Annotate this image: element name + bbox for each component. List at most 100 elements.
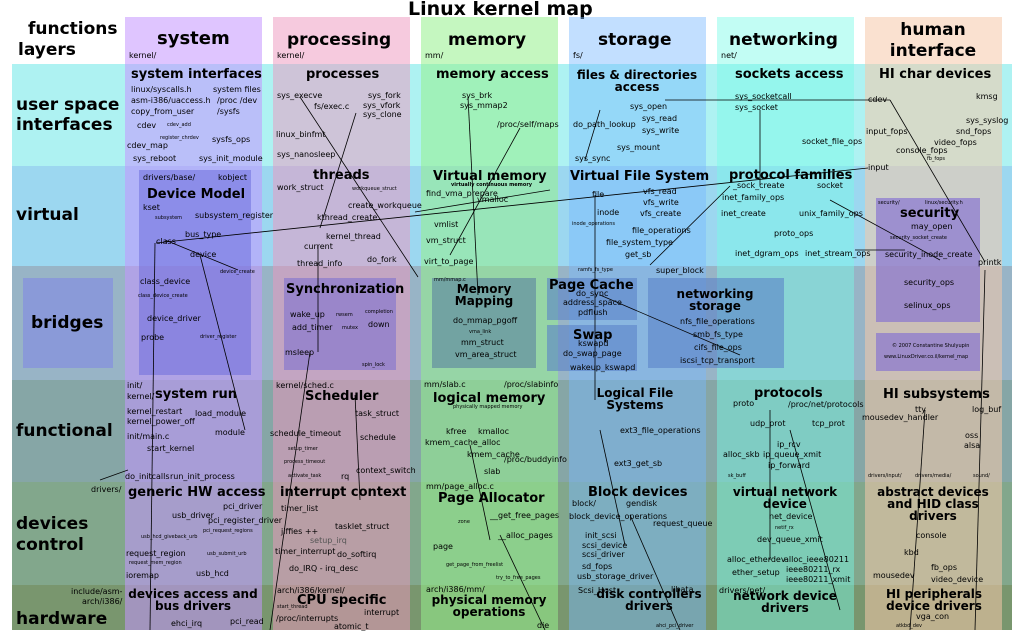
label-schedule: schedule (360, 433, 396, 442)
label-fs-exec: fs/exec.c (314, 102, 350, 111)
label-virtually-continuous: virtually continuous memory (451, 182, 533, 188)
label-pci-register-driver: pci_register_driver (208, 516, 283, 525)
label-vmalloc: vmalloc (477, 195, 509, 204)
label-security-inode-create: security_inode_create (885, 250, 973, 259)
block-memory-access: memory access (436, 67, 549, 82)
label-proto: proto (733, 399, 755, 408)
label-setup-timer: setup_timer (288, 446, 318, 452)
label-drivers-dir: drivers/ (91, 485, 122, 494)
label-vma-link: vma_link (469, 329, 492, 335)
label-kmalloc: kmalloc (478, 427, 510, 436)
label-ether-setup: ether_setup (732, 568, 780, 577)
label-inode: inode (597, 208, 620, 217)
layer-devices-control: devices control (16, 514, 89, 555)
label-virt-to-page: virt_to_page (424, 257, 474, 266)
label-schedule-timeout: schedule_timeout (270, 429, 342, 438)
label-ieee80211-xmit: ieee80211_xmit (786, 575, 851, 584)
label-file-system-type: file_system_type (606, 238, 673, 247)
label-do-mmap-pgoff: do_mmap_pgoff (453, 316, 518, 325)
block-memory-mapping: Memory Mapping (454, 282, 514, 308)
label-video-fops: video_fops (934, 138, 977, 147)
label-work-struct: work_struct (277, 183, 324, 192)
label-kfree: kfree (446, 427, 467, 436)
label-ip-queue-xmit: ip_queue_xmit (763, 450, 822, 459)
block-sockets-access: sockets access (735, 67, 844, 82)
label-sock-create: _sock_create (733, 181, 785, 190)
label-mutex: mutex (342, 325, 358, 331)
label-run-init-process: run_init_process (170, 472, 235, 481)
label-cdev: cdev (137, 121, 157, 130)
label-die: die (537, 621, 550, 630)
label-tcp-prot: tcp_prot (812, 419, 845, 428)
label-zone: zone (458, 519, 470, 525)
block-page-cache: Page Cache (549, 278, 634, 293)
label-timer-interrupt: timer_interrupt (275, 547, 336, 556)
label-inet-dgram-ops: inet_dgram_ops (735, 249, 799, 258)
label-proc-self-maps: /proc/self/maps (497, 120, 559, 129)
label-fb-ops: fb_ops (931, 563, 958, 572)
label-security-dir: security/ (878, 200, 900, 206)
column-dir-system: kernel/ (129, 51, 157, 60)
label-sys-brk: sys_brk (462, 91, 493, 100)
label-oss: oss (965, 431, 979, 440)
label-spin-lock: spin_lock (362, 362, 385, 368)
label-driver-register: driver_register (200, 334, 237, 340)
block-vfs: Virtual File System (570, 169, 710, 184)
label-kernel-power-off: kernel_power_off (127, 417, 195, 426)
block-generic-hw-access: generic HW access (128, 485, 266, 500)
label-socket-file-ops: socket_file_ops (802, 137, 863, 146)
label-kmsg: kmsg (976, 92, 998, 101)
label-ext3-file-operations: ext3_file_operations (620, 426, 701, 435)
label-drivers-net: drivers/net/ (719, 586, 766, 595)
label-dev-queue-xmit: dev_queue_xmit (757, 535, 823, 544)
label-proc-net-protocols: /proc/net/protocols (788, 400, 864, 409)
label-sys-syslog: sys_syslog (966, 116, 1009, 125)
label-request-region: request_region (126, 549, 186, 558)
label-kernel-dir: kernel/ (127, 392, 155, 401)
label-mm-slab: mm/slab.c (424, 380, 466, 389)
memory-mapping-box (432, 278, 536, 368)
block-processes: processes (306, 67, 380, 82)
label-ehci-irq: ehci_irq (171, 619, 203, 628)
block-virtual-memory: Virtual memory (433, 169, 547, 184)
label-mousedev: mousedev (873, 571, 915, 580)
label-ip-forward: ip_forward (768, 461, 810, 470)
label-msleep: msleep (285, 348, 315, 357)
label-sd-fops: sd_fops (582, 562, 613, 571)
label-may-open: may_open (911, 222, 953, 231)
label-module: module (215, 428, 245, 437)
label-kmem-cache: kmem_cache (467, 450, 520, 459)
layer-functional: functional (16, 421, 113, 441)
label-get-free-pages: __get_free_pages (490, 511, 560, 520)
label-mm-struct: mm_struct (461, 338, 504, 347)
label-pci-request-regions: pci_request_regions (203, 528, 253, 534)
block-system-run: system run (155, 387, 237, 402)
block-logical-memory: logical memory (433, 391, 546, 406)
label-vm-struct: vm_struct (426, 236, 466, 245)
label-do-initcalls: do_initcalls (125, 472, 170, 481)
label-udp-prot: udp_prot (750, 419, 786, 428)
label-input-fops: input_fops (866, 127, 908, 136)
label-inet-create: inet_create (721, 209, 766, 218)
label-console: console (916, 531, 947, 540)
copyright-box (876, 333, 980, 371)
label-sys-execve: sys_execve (277, 91, 323, 100)
label-cdev-add: cdev_add (167, 122, 191, 128)
label-usb-hcd: usb_hcd (196, 569, 229, 578)
label-usb-driver: usb_driver (172, 511, 214, 520)
column-header-human-interface: human interface (889, 20, 977, 61)
label-linux-binfmt: linux_binfmt (276, 130, 326, 139)
label-console-fops: console_fops (896, 146, 948, 155)
label-sys-socket: sys_socket (735, 103, 778, 112)
networking-storage-box (648, 278, 784, 368)
label-scsi-device: scsi_device (582, 541, 628, 550)
label-sys-clone: sys_clone (363, 110, 402, 119)
block-devices-access: devices access and bus drivers (128, 587, 258, 613)
label-sys-mmap2: sys_mmap2 (460, 101, 508, 110)
label-sys-read: sys_read (642, 114, 678, 123)
column-human-interface (865, 17, 1002, 630)
label-start-thread: start_thread (277, 604, 308, 610)
label-do-fork: do_fork (367, 255, 397, 264)
label-iscsi-tcp-transport: iscsi_tcp_transport (680, 356, 755, 365)
label-jiffies: jiffies ++ (281, 527, 319, 536)
